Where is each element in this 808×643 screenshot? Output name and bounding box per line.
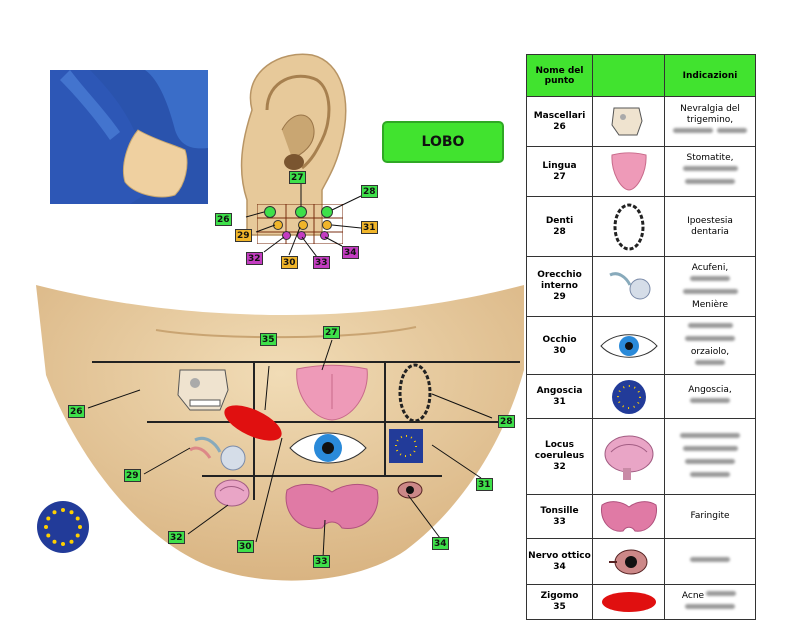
eu-flag-small-icon: [389, 429, 423, 463]
eu-flag-large-icon: [37, 501, 89, 553]
row-image: [593, 585, 665, 619]
inner-ear-illustration: [189, 436, 246, 471]
row-indications: Ipoestesia dentaria: [687, 215, 733, 237]
row-image: [593, 419, 665, 494]
ear-point-32-dot: [282, 231, 291, 240]
table-row: Lingua 27 Stomatite,: [527, 147, 755, 197]
table-row: Zigomo 35 Acne: [527, 585, 755, 619]
chin-label-35: 35: [260, 333, 277, 346]
zygoma-red-zone: [224, 405, 282, 441]
eye-illustration: [289, 432, 367, 464]
row-indications: Stomatite,: [665, 147, 755, 196]
row-name: Lingua 27: [527, 147, 593, 196]
brain-illustration: [214, 479, 250, 507]
table-row: Occhio 30 orzaiolo,: [527, 317, 755, 375]
ear-point-27-dot: [295, 206, 307, 218]
points-table: Nome del punto Indicazioni Mascellari 26…: [526, 54, 756, 620]
chin-label-26: 26: [68, 405, 85, 418]
ear-point-26-dot: [264, 206, 276, 218]
row-indications: Nevralgia del trigemino,: [665, 97, 755, 146]
ear-label-26: 26: [215, 213, 232, 226]
row-name: Angoscia 31: [527, 375, 593, 418]
table-header: Nome del punto Indicazioni: [527, 55, 755, 97]
row-name: Locus coeruleus 32: [527, 419, 593, 494]
ear-point-28-dot: [321, 206, 333, 218]
top-banner-text: [380, 0, 500, 4]
row-image: [593, 495, 665, 538]
chin-label-31: 31: [476, 478, 493, 491]
ear-point-33-dot: [297, 231, 306, 240]
row-indications: Acne: [665, 585, 755, 619]
table-row: Tonsille 33 Faringite: [527, 495, 755, 539]
table-row: Mascellari 26 Nevralgia del trigemino,: [527, 97, 755, 147]
ear-label-34: 34: [342, 246, 359, 259]
ear-point-34-dot: [320, 231, 329, 240]
header-image: [593, 55, 665, 96]
table-row: Denti 28 Ipoestesia dentaria: [527, 197, 755, 257]
table-row: Locus coeruleus 32: [527, 419, 755, 495]
row-image: [593, 317, 665, 374]
row-image: [593, 97, 665, 146]
row-indications: [665, 539, 755, 584]
row-image: [593, 539, 665, 584]
chin-label-32: 32: [168, 531, 185, 544]
chin-label-30: 30: [237, 540, 254, 553]
row-name: Tonsille 33: [527, 495, 593, 538]
ear-image: [222, 50, 352, 245]
ear-label-33: 33: [313, 256, 330, 269]
row-name: Denti 28: [527, 197, 593, 256]
header-indications: Indicazioni: [682, 70, 738, 81]
header-name: Nome del punto: [527, 55, 593, 96]
skull-jaw-illustration: [177, 369, 229, 411]
table-row: Angoscia 31 Angoscia,: [527, 375, 755, 419]
ear-label-28: 28: [361, 185, 378, 198]
ear-label-32: 32: [246, 252, 263, 265]
row-indications: orzaiolo,: [665, 317, 755, 374]
row-indications: [665, 419, 755, 494]
chin-label-28: 28: [498, 415, 515, 428]
chin-label-34: 34: [432, 537, 449, 550]
ear-label-27: 27: [289, 171, 306, 184]
row-image: [593, 375, 665, 418]
row-indications: Faringite: [690, 511, 730, 521]
tonsils-illustration: [285, 483, 379, 529]
row-name: Occhio 30: [527, 317, 593, 374]
optic-nerve-illustration: [397, 481, 423, 499]
row-image: [593, 257, 665, 316]
chin-label-27: 27: [323, 326, 340, 339]
row-name: Mascellari 26: [527, 97, 593, 146]
row-indications: Angoscia,: [665, 375, 755, 418]
row-name: Zigomo 35: [527, 585, 593, 619]
chin-label-29: 29: [124, 469, 141, 482]
row-name: Orecchio interno 29: [527, 257, 593, 316]
chin-label-33: 33: [313, 555, 330, 568]
row-indications: Acufeni, Menière: [665, 257, 755, 316]
teeth-arch-illustration: [398, 363, 432, 423]
row-name: Nervo ottico 34: [527, 539, 593, 584]
ear-label-30: 30: [281, 256, 298, 269]
earlobe-inset-image: [50, 70, 208, 204]
ear-leader-lines: [245, 184, 362, 258]
ear-label-29: 29: [235, 229, 252, 242]
ear-point-31-dot: [322, 220, 332, 230]
row-image: [593, 197, 665, 256]
ear-label-31: 31: [361, 221, 378, 234]
chin-leader-lines: [87, 339, 493, 559]
lobo-button[interactable]: LOBO: [382, 121, 504, 163]
tongue-illustration: [296, 364, 368, 421]
ear-point-29-dot: [273, 220, 283, 230]
table-row: Orecchio interno 29 Acufeni, Menière: [527, 257, 755, 317]
table-row: Nervo ottico 34: [527, 539, 755, 585]
ear-point-30-dot: [298, 220, 308, 230]
row-image: [593, 147, 665, 196]
